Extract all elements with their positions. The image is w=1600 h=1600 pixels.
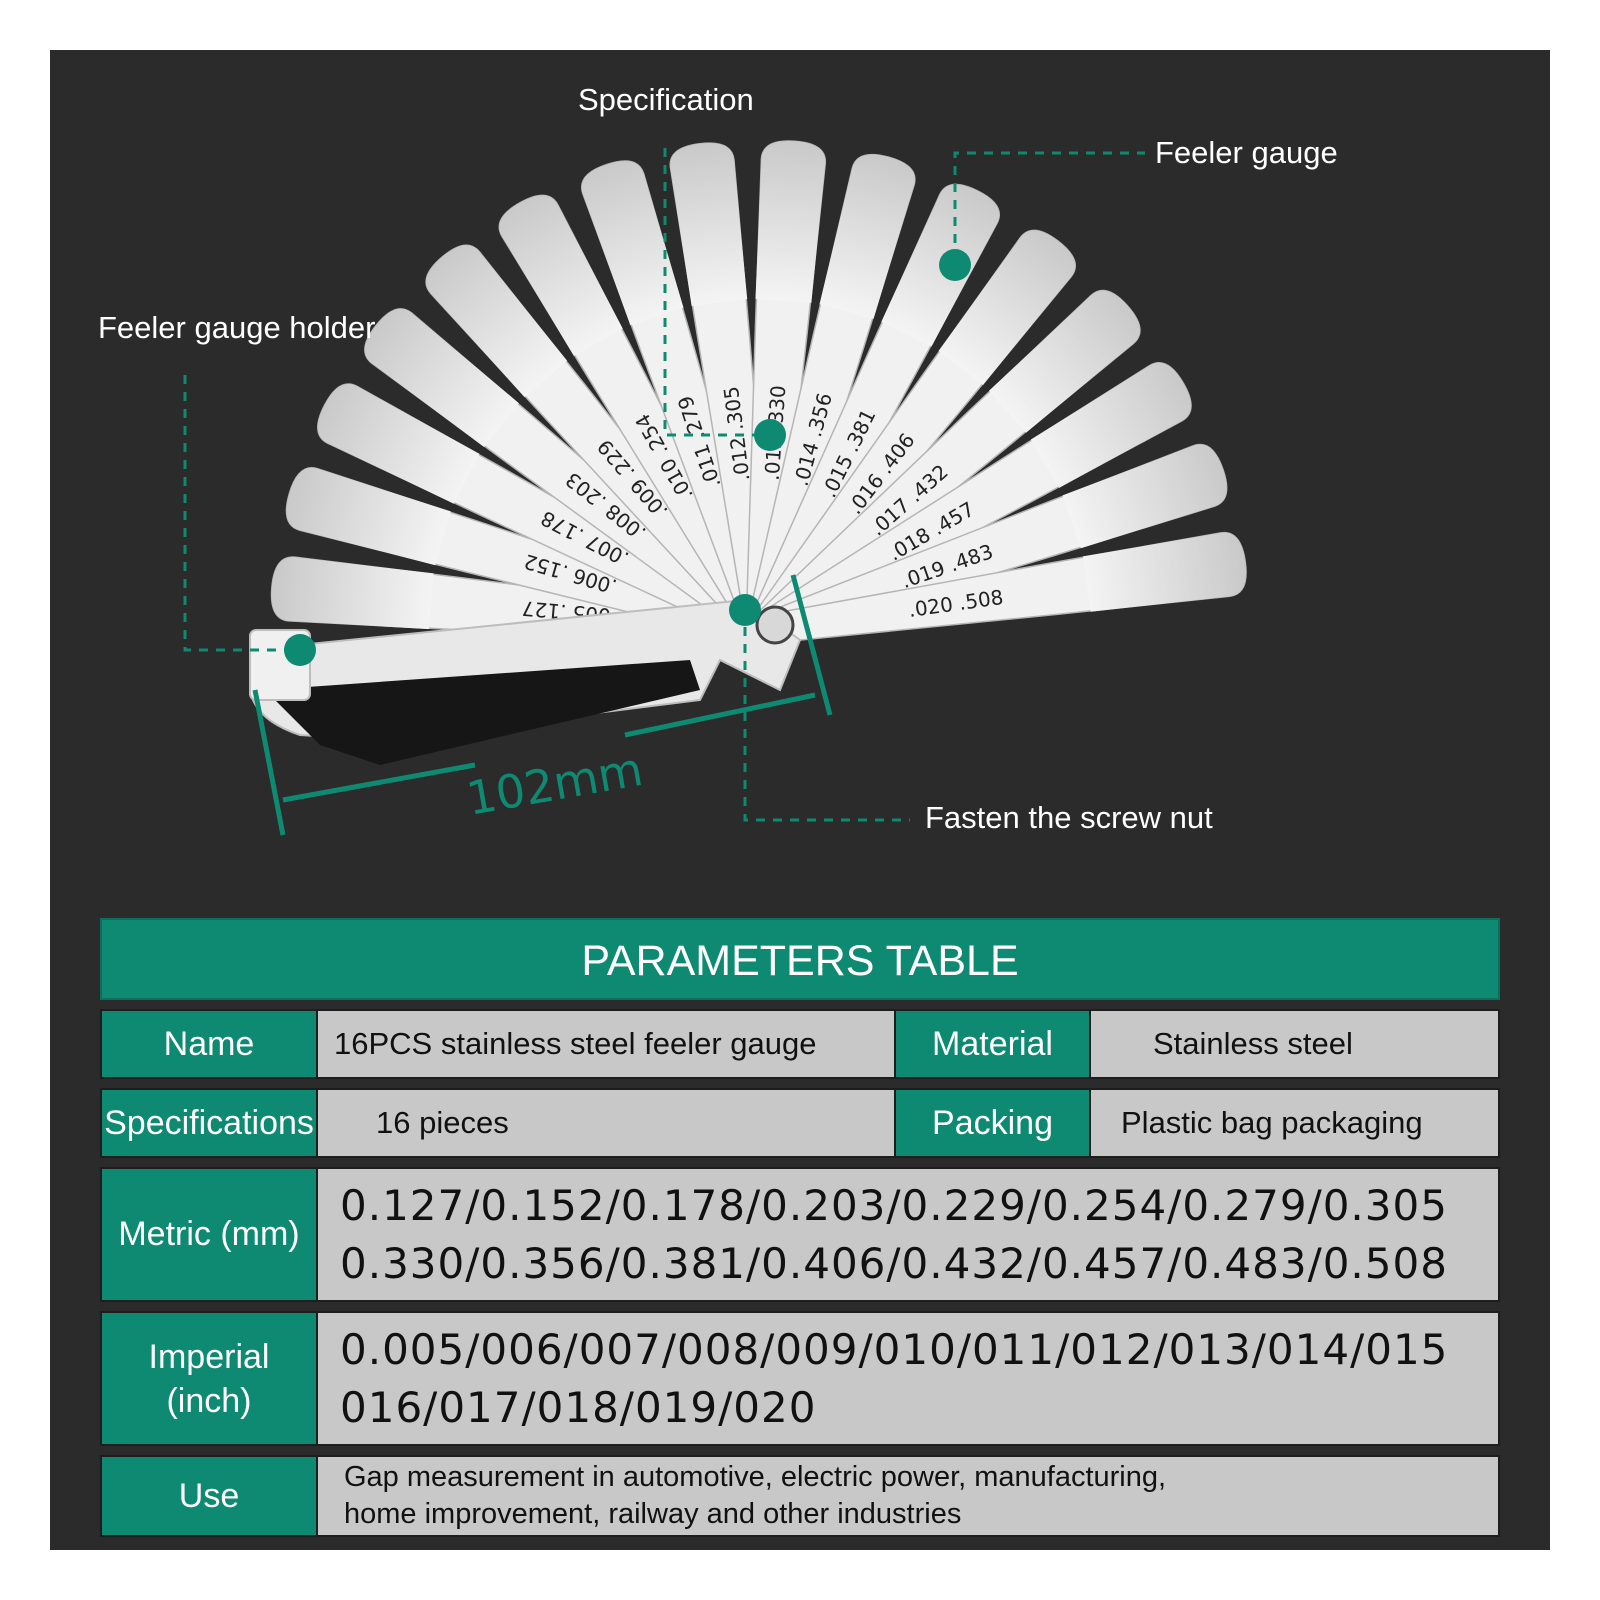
specifications-label: Specifications [102,1090,318,1156]
length-dimension-label: 102mm [463,742,647,826]
parameters-table: PARAMETERS TABLE Name 16PCS stainless st… [100,918,1500,1537]
packing-value: Plastic bag packaging [1091,1090,1498,1156]
table-row-specifications: Specifications 16 pieces Packing Plastic… [100,1088,1500,1158]
callout-leaders [183,148,1145,822]
name-label: Name [102,1011,318,1077]
table-row-use: Use Gap measurement in automotive, elect… [100,1455,1500,1537]
material-label: Material [896,1011,1091,1077]
feeler-blade: .020 .508 [757,531,1247,645]
metric-line-1: 0.127/0.152/0.178/0.203/0.229/0.254/0.27… [340,1180,1448,1230]
feeler-blade: .012 .305 [669,142,775,633]
callout-holder: Feeler gauge holder [98,310,376,345]
callout-screw-nut: Fasten the screw nut [925,800,1213,835]
feeler-blades: 005 .127.006 .152.007 .178.008 .203.009 … [270,140,1247,645]
imperial-label: Imperial (inch) [102,1313,318,1444]
metric-line-2: 0.330/0.356/0.381/0.406/0.432/0.457/0.48… [340,1238,1448,1288]
feeler-blade: .014 .356 [745,153,916,635]
callout-dots [284,249,971,666]
callout-specification: Specification [578,82,754,117]
imperial-label-line-1: Imperial [148,1337,270,1376]
feeler-gauge-illustration: 005 .127.006 .152.007 .178.008 .203.009 … [183,140,1247,836]
metric-label: Metric (mm) [102,1169,318,1300]
imperial-label-line-2: (inch) [166,1381,252,1420]
table-row-name: Name 16PCS stainless steel feeler gauge … [100,1009,1500,1079]
use-line-1: Gap measurement in automotive, electric … [344,1461,1167,1493]
name-value: 16PCS stainless steel feeler gauge [318,1011,896,1077]
material-value: Stainless steel [1091,1011,1498,1077]
packing-label: Packing [896,1090,1091,1156]
table-title: PARAMETERS TABLE [100,918,1500,1000]
callout-feeler-gauge: Feeler gauge [1155,135,1338,170]
use-line-2: home improvement, railway and other indu… [344,1498,962,1530]
table-row-metric: Metric (mm) 0.127/0.152/0.178/0.203/0.22… [100,1167,1500,1302]
imperial-line-2: 016/017/018/019/020 [340,1382,817,1432]
specifications-value: 16 pieces [318,1090,896,1156]
table-row-imperial: Imperial (inch) 0.005/006/007/008/009/01… [100,1311,1500,1446]
imperial-line-1: 0.005/006/007/008/009/010/011/012/013/01… [340,1324,1449,1374]
screw-nut [755,605,795,645]
dimension-lines [252,574,833,836]
imperial-values: 0.005/006/007/008/009/010/011/012/013/01… [318,1313,1498,1444]
holder-dark-edge [265,660,700,765]
feeler-blade: .018 .457 [751,362,1192,644]
metric-values: 0.127/0.152/0.178/0.203/0.229/0.254/0.27… [318,1169,1498,1300]
use-label: Use [102,1457,318,1535]
use-values: Gap measurement in automotive, electric … [318,1457,1498,1535]
